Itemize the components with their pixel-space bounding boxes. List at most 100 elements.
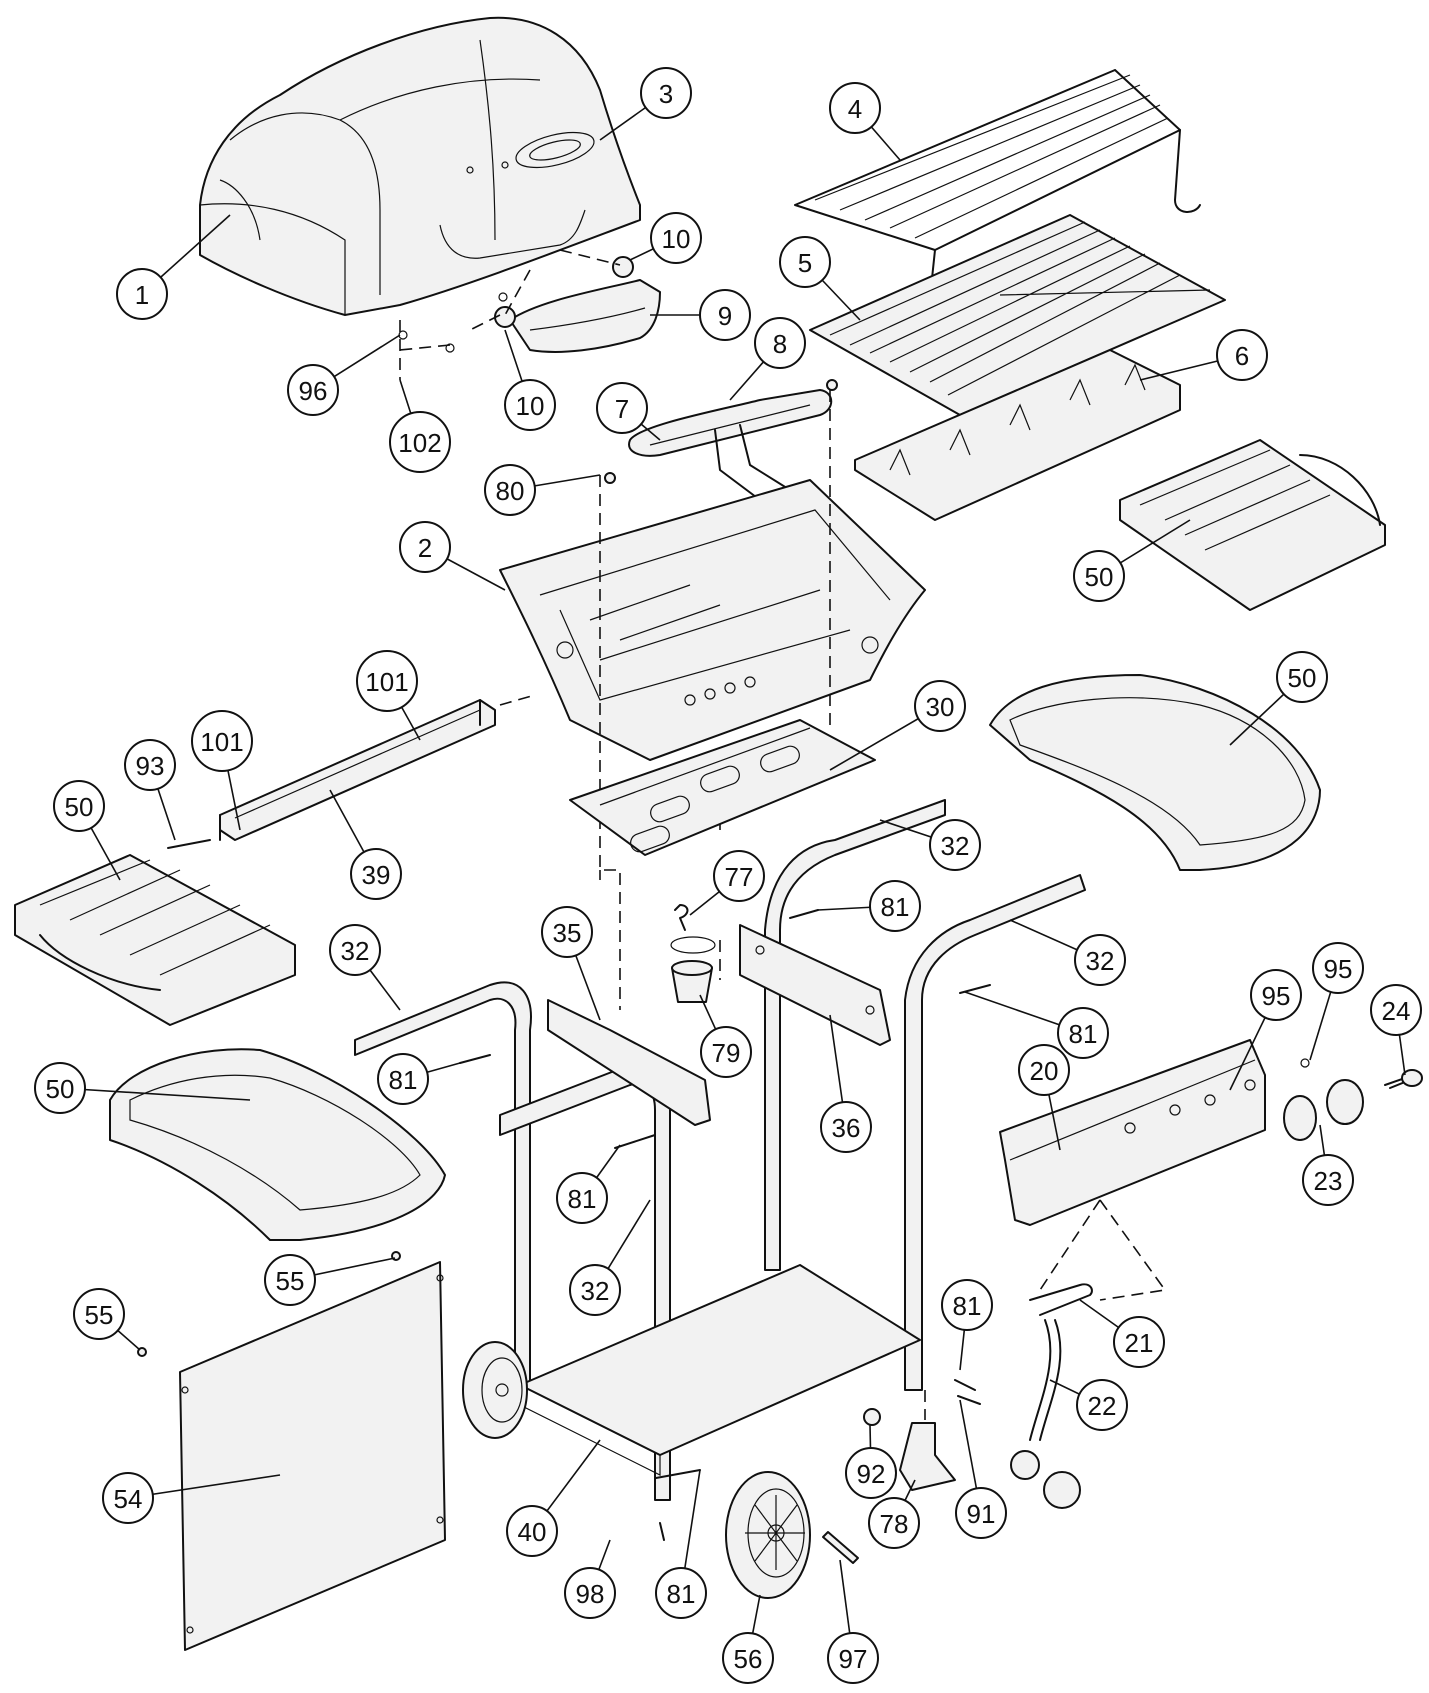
callout-circle <box>1018 1044 1070 1096</box>
callout-c40: 40 <box>506 1505 558 1557</box>
callout-c81b: 81 <box>1057 1007 1109 1059</box>
callout-circle <box>655 1567 707 1619</box>
callout-number: 9 <box>718 301 732 331</box>
callout-circle <box>1074 934 1126 986</box>
callout-c55a: 55 <box>73 1288 125 1340</box>
callout-number: 101 <box>200 727 243 757</box>
axle-part <box>822 1531 859 1564</box>
callout-c81a: 81 <box>869 880 921 932</box>
callout-c78: 78 <box>868 1497 920 1549</box>
callout-number: 5 <box>798 248 812 278</box>
callout-circle <box>541 906 593 958</box>
callout-c10b: 10 <box>504 379 556 431</box>
callout-number: 91 <box>967 1499 996 1529</box>
callout-c55b: 55 <box>264 1254 316 1306</box>
grease-cup-part <box>670 904 716 1003</box>
bottom-plate-part <box>569 719 876 856</box>
callout-c97: 97 <box>827 1632 879 1684</box>
callout-circle <box>1250 969 1302 1021</box>
callout-number: 2 <box>418 533 432 563</box>
callout-c92: 92 <box>845 1447 897 1499</box>
callout-circle <box>124 739 176 791</box>
flame-tamer-part <box>854 349 1181 521</box>
callout-number: 78 <box>880 1509 909 1539</box>
callout-c24: 24 <box>1370 984 1422 1036</box>
callout-c5: 5 <box>779 236 831 288</box>
side-shelf-left-upper <box>14 854 296 1026</box>
callout-c54: 54 <box>102 1472 154 1524</box>
callout-circle <box>869 880 921 932</box>
callout-c6: 6 <box>1216 329 1268 381</box>
callout-number: 50 <box>1085 562 1114 592</box>
lid-handle-part <box>398 249 661 380</box>
callout-circle <box>1073 550 1125 602</box>
callout-c32c: 32 <box>1074 934 1126 986</box>
callout-circle <box>350 848 402 900</box>
callout-c50d: 50 <box>34 1062 86 1114</box>
callout-number: 30 <box>926 692 955 722</box>
callout-c4: 4 <box>829 82 881 134</box>
callout-circle <box>650 212 702 264</box>
callout-circle <box>640 67 692 119</box>
callout-c39: 39 <box>350 848 402 900</box>
callout-c20: 20 <box>1018 1044 1070 1096</box>
callout-c81f: 81 <box>655 1567 707 1619</box>
callout-c50a: 50 <box>1073 550 1125 602</box>
wheel-front-part <box>725 1471 811 1599</box>
callout-circle <box>264 1254 316 1306</box>
callout-number: 4 <box>848 94 862 124</box>
cart-frame-part <box>354 799 1086 1501</box>
callout-c98: 98 <box>564 1567 616 1619</box>
callout-number: 39 <box>362 860 391 890</box>
side-shelf-upper-right <box>1119 439 1386 611</box>
callout-number: 7 <box>615 394 629 424</box>
callout-circle <box>722 1632 774 1684</box>
callout-c81d: 81 <box>556 1172 608 1224</box>
callout-number: 55 <box>85 1300 114 1330</box>
callout-circle <box>1216 329 1268 381</box>
callout-circle <box>827 1632 879 1684</box>
callout-number: 36 <box>832 1113 861 1143</box>
callout-circle <box>1076 1379 1128 1431</box>
callout-c95a: 95 <box>1312 942 1364 994</box>
callout-number: 32 <box>581 1276 610 1306</box>
callout-circle <box>287 364 339 416</box>
callout-circle <box>596 382 648 434</box>
callout-number: 77 <box>725 862 754 892</box>
callout-circle <box>506 1505 558 1557</box>
callout-c2: 2 <box>399 521 451 573</box>
callout-number: 32 <box>941 831 970 861</box>
callout-number: 55 <box>276 1266 305 1296</box>
callout-circle <box>102 1472 154 1524</box>
callout-c95b: 95 <box>1250 969 1302 1021</box>
callout-c50b: 50 <box>1276 651 1328 703</box>
callout-circle <box>779 236 831 288</box>
callout-circle <box>34 1062 86 1114</box>
firebox-part <box>499 479 926 761</box>
callout-circle <box>1312 942 1364 994</box>
callout-c35: 35 <box>541 906 593 958</box>
cap-part <box>863 1408 881 1426</box>
callout-number: 32 <box>341 936 370 966</box>
callout-circle <box>868 1497 920 1549</box>
callout-number: 93 <box>136 751 165 781</box>
callout-c7: 7 <box>596 382 648 434</box>
callout-c102: 102 <box>389 411 451 473</box>
callout-number: 40 <box>518 1517 547 1547</box>
callout-number: 95 <box>1324 954 1353 984</box>
callout-number: 54 <box>114 1484 143 1514</box>
callout-c91: 91 <box>955 1487 1007 1539</box>
callout-number: 80 <box>496 476 525 506</box>
callout-c21: 21 <box>1113 1316 1165 1368</box>
callout-circle <box>504 379 556 431</box>
leg-foot-part <box>899 1390 956 1491</box>
callout-c10a: 10 <box>650 212 702 264</box>
callout-circle <box>399 521 451 573</box>
callout-number: 97 <box>839 1644 868 1674</box>
callout-number: 3 <box>659 79 673 109</box>
callout-number: 79 <box>712 1038 741 1068</box>
callout-c3: 3 <box>640 67 692 119</box>
callout-number: 22 <box>1088 1391 1117 1421</box>
callout-c30: 30 <box>914 680 966 732</box>
